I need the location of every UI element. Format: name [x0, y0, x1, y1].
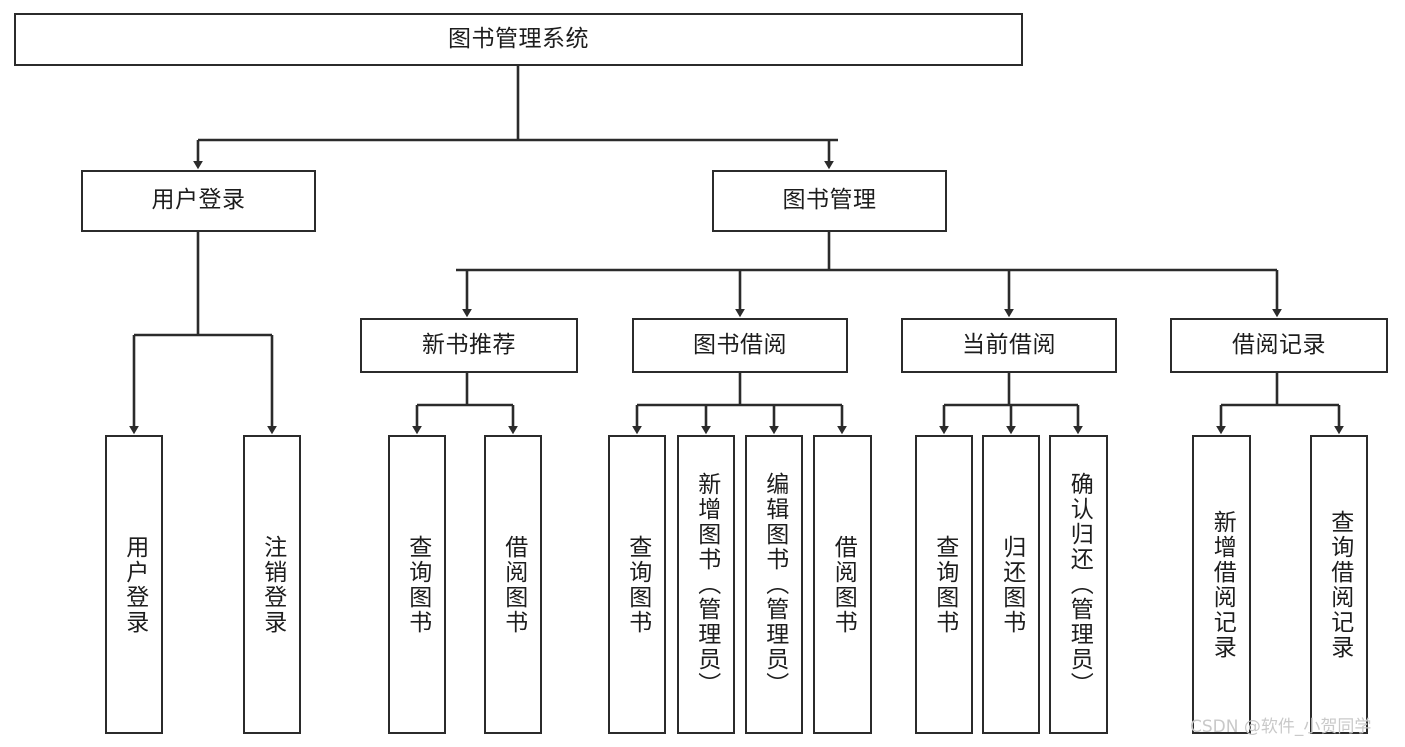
- node-borrow-record-label: 借阅记录: [1232, 331, 1326, 358]
- node-leaf-query-book-borrow-label: 查询图书: [624, 534, 651, 635]
- node-leaf-query-book-borrow[interactable]: 查询图书: [608, 435, 666, 734]
- node-leaf-add-borrow-record[interactable]: 新增借阅记录: [1192, 435, 1251, 734]
- node-leaf-confirm-return-admin-label: 确认归还（管理员）: [1066, 472, 1093, 697]
- node-leaf-confirm-return-admin[interactable]: 确认归还（管理员）: [1049, 435, 1108, 734]
- node-leaf-borrow-book-label: 借阅图书: [830, 534, 857, 635]
- node-leaf-query-book-current-label: 查询图书: [931, 534, 958, 635]
- node-leaf-return-book-label: 归还图书: [998, 534, 1025, 635]
- node-leaf-user-login-label: 用户登录: [121, 534, 148, 635]
- node-leaf-add-borrow-record-label: 新增借阅记录: [1209, 509, 1236, 660]
- node-book-borrow-label: 图书借阅: [693, 331, 787, 358]
- node-current-borrow-label: 当前借阅: [962, 331, 1056, 358]
- csdn-watermark: CSDN @软件_小贺同学: [1190, 717, 1372, 737]
- node-book-management-label: 图书管理: [782, 187, 877, 214]
- node-current-borrow[interactable]: 当前借阅: [901, 318, 1117, 373]
- node-root-label: 图书管理系统: [448, 25, 589, 52]
- node-borrow-record[interactable]: 借阅记录: [1170, 318, 1388, 373]
- node-leaf-edit-book-admin[interactable]: 编辑图书（管理员）: [745, 435, 803, 734]
- node-new-book-recommend-label: 新书推荐: [422, 331, 516, 358]
- node-leaf-user-login[interactable]: 用户登录: [105, 435, 163, 734]
- node-leaf-borrow-book-rec-label: 借阅图书: [500, 534, 527, 635]
- node-book-borrow[interactable]: 图书借阅: [632, 318, 848, 373]
- node-leaf-add-book-admin[interactable]: 新增图书（管理员）: [677, 435, 735, 734]
- node-leaf-edit-book-admin-label: 编辑图书（管理员）: [761, 472, 788, 697]
- node-book-management[interactable]: 图书管理: [712, 170, 947, 232]
- node-leaf-borrow-book[interactable]: 借阅图书: [813, 435, 872, 734]
- node-leaf-borrow-book-rec[interactable]: 借阅图书: [484, 435, 542, 734]
- node-new-book-recommend[interactable]: 新书推荐: [360, 318, 578, 373]
- node-user-login-label: 用户登录: [151, 187, 246, 214]
- node-leaf-query-book-rec-label: 查询图书: [404, 534, 431, 635]
- node-leaf-query-book-rec[interactable]: 查询图书: [388, 435, 446, 734]
- node-leaf-query-borrow-record[interactable]: 查询借阅记录: [1310, 435, 1368, 734]
- node-leaf-query-book-current[interactable]: 查询图书: [915, 435, 973, 734]
- node-leaf-logout[interactable]: 注销登录: [243, 435, 301, 734]
- node-leaf-add-book-admin-label: 新增图书（管理员）: [693, 472, 720, 697]
- node-root[interactable]: 图书管理系统: [14, 13, 1023, 66]
- node-user-login[interactable]: 用户登录: [81, 170, 316, 232]
- node-leaf-logout-label: 注销登录: [259, 534, 286, 635]
- node-leaf-query-borrow-record-label: 查询借阅记录: [1326, 509, 1353, 660]
- node-leaf-return-book[interactable]: 归还图书: [982, 435, 1040, 734]
